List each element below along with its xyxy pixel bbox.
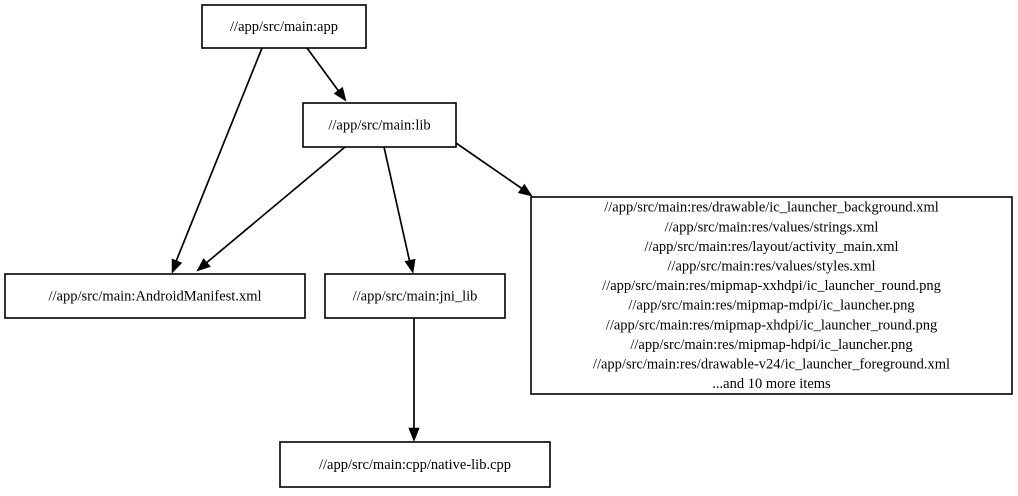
node-android-manifest-label-line-0: //app/src/main:AndroidManifest.xml bbox=[48, 288, 261, 304]
node-resources-label-line-5: //app/src/main:res/mipmap-mdpi/ic_launch… bbox=[628, 298, 914, 314]
node-app[interactable]: //app/src/main:app bbox=[201, 4, 367, 49]
node-jni-lib[interactable]: //app/src/main:jni_lib bbox=[324, 273, 506, 319]
nodes-layer: //app/src/main:app //app/src/main:lib //ap… bbox=[4, 4, 1013, 488]
node-resources-label-line-1: //app/src/main:res/values/strings.xml bbox=[665, 219, 879, 235]
edge-lib-to-android-manifest-arrowhead-icon bbox=[196, 258, 211, 272]
node-resources[interactable]: //app/src/main:res/drawable/ic_launcher_… bbox=[530, 196, 1013, 395]
node-app-box[interactable] bbox=[201, 4, 367, 49]
node-app-label-line-0: //app/src/main:app bbox=[230, 19, 338, 35]
edge-jni-lib-to-native-lib-arrowhead-icon bbox=[408, 427, 420, 442]
node-jni-lib-label-line-0: //app/src/main:jni_lib bbox=[353, 288, 478, 304]
edge-lib-to-jni-lib-line bbox=[383, 146, 411, 264]
edge-lib-to-android-manifest-line bbox=[204, 146, 346, 265]
edge-jni-lib-to-native-lib bbox=[408, 318, 420, 442]
node-resources-label-line-3: //app/src/main:res/values/styles.xml bbox=[667, 259, 875, 275]
node-resources-box[interactable] bbox=[530, 196, 1013, 395]
edge-app-to-lib bbox=[306, 47, 347, 102]
edge-lib-to-resources-arrowhead-icon bbox=[517, 183, 533, 197]
edge-lib-to-jni-lib bbox=[383, 146, 416, 274]
edges-layer bbox=[171, 47, 533, 442]
node-lib-label-line-0: //app/src/main:lib bbox=[328, 117, 430, 133]
node-native-lib-cpp[interactable]: //app/src/main:cpp/native-lib.cpp bbox=[279, 441, 551, 488]
node-resources-label-line-9: ...and 10 more items bbox=[712, 376, 831, 392]
edge-app-to-lib-arrowhead-icon bbox=[333, 86, 347, 102]
node-resources-label-line-8: //app/src/main:res/drawable-v24/ic_launc… bbox=[593, 357, 950, 373]
edge-lib-to-android-manifest bbox=[196, 146, 346, 272]
edge-app-to-android-manifest-arrowhead-icon bbox=[171, 258, 183, 274]
node-resources-label-line-4: //app/src/main:res/mipmap-xxhdpi/ic_laun… bbox=[602, 278, 941, 294]
edge-app-to-android-manifest bbox=[171, 47, 263, 274]
node-jni-lib-box[interactable] bbox=[324, 273, 506, 319]
node-native-lib-cpp-label-line-0: //app/src/main:cpp/native-lib.cpp bbox=[319, 457, 511, 473]
edge-app-to-lib-line bbox=[306, 47, 341, 94]
node-native-lib-cpp-box[interactable] bbox=[279, 441, 551, 488]
node-android-manifest-box[interactable] bbox=[4, 273, 306, 319]
node-resources-label-line-6: //app/src/main:res/mipmap-xhdpi/ic_launc… bbox=[606, 317, 937, 333]
node-lib-box[interactable] bbox=[302, 102, 457, 148]
node-android-manifest[interactable]: //app/src/main:AndroidManifest.xml bbox=[4, 273, 306, 319]
node-lib[interactable]: //app/src/main:lib bbox=[302, 102, 457, 148]
edge-lib-to-resources bbox=[455, 142, 533, 197]
node-resources-label-line-7: //app/src/main:res/mipmap-hdpi/ic_launch… bbox=[630, 337, 912, 353]
edge-lib-to-jni-lib-arrowhead-icon bbox=[404, 258, 416, 274]
node-resources-label-line-2: //app/src/main:res/layout/activity_main.… bbox=[644, 239, 898, 255]
edge-app-to-android-manifest-line bbox=[174, 47, 263, 265]
node-resources-label-line-0: //app/src/main:res/drawable/ic_launcher_… bbox=[604, 200, 939, 216]
edge-lib-to-resources-line bbox=[455, 142, 525, 191]
